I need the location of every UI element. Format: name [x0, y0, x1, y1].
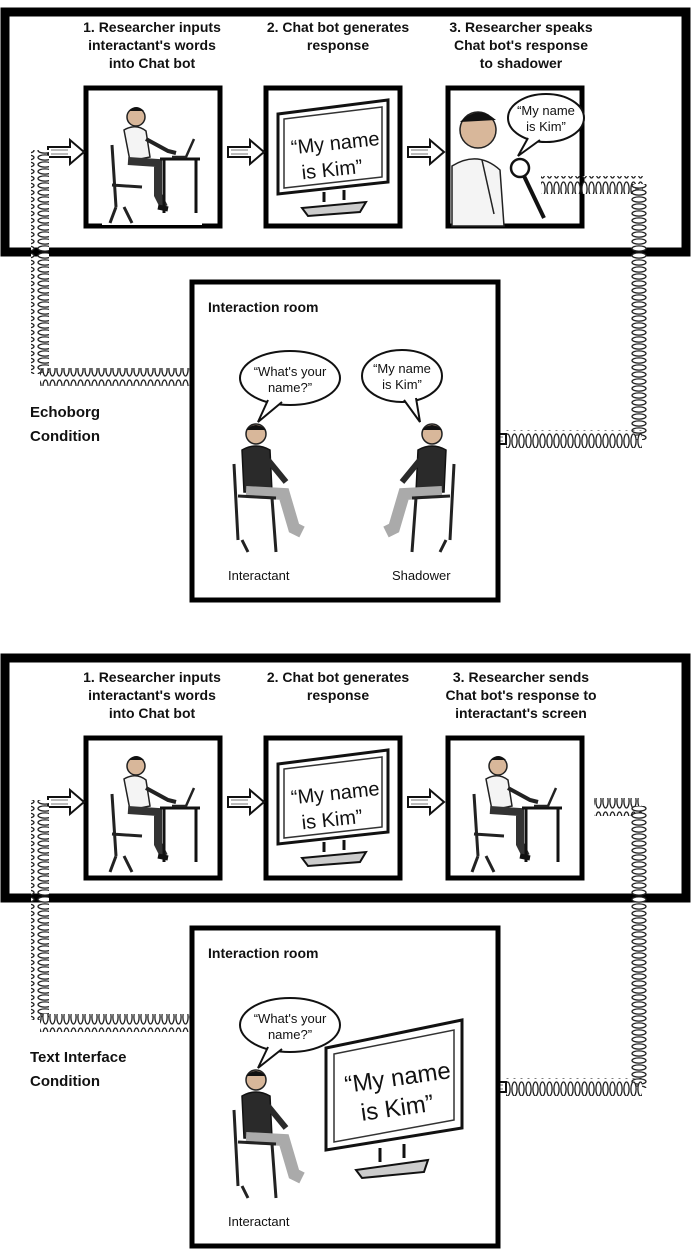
b-coil-cable-left-vertical — [31, 800, 49, 1020]
researcher-room-frame-bottom — [0, 653, 691, 903]
b-coil-cable-left-horizontal — [40, 1014, 224, 1032]
shadower-bubble-line2: is Kim” — [382, 377, 422, 392]
arrow-step2-to-step3 — [407, 139, 445, 165]
arrow-into-step1 — [47, 139, 85, 165]
step1-title-line2: interactant's words — [88, 37, 216, 53]
b-interactant-bubble-line1: “What's your — [254, 1011, 327, 1026]
b-step3-title-line1: 3. Researcher sends — [453, 669, 589, 685]
b-step3-title-line3: interactant's screen — [455, 705, 587, 721]
coil-cable-right-bottom — [506, 430, 642, 448]
shadower-label: Shadower — [392, 568, 451, 583]
researcher-room-frame — [0, 7, 691, 257]
b-arrow-step1-to-step2 — [227, 789, 265, 815]
text-interface-section: 1. Researcher inputs interactant's words… — [0, 653, 691, 1249]
step1-title-line3: into Chat bot — [109, 55, 196, 71]
speech-bubble-researcher — [507, 93, 585, 143]
coil-cable-right-top — [541, 176, 643, 194]
coil-cable-left-horizontal — [40, 368, 224, 386]
text-interface-condition-line2: Condition — [30, 1073, 100, 1090]
step2-title-line1: 2. Chat bot generates — [267, 19, 410, 35]
b-step3-title-line2: Chat bot's response to — [445, 687, 596, 703]
echoborg-condition-line2: Condition — [30, 428, 100, 445]
b-coil-cable-right-vertical — [630, 806, 648, 1088]
researcher-at-laptop-figure — [102, 95, 202, 225]
step3-title-line1: 3. Researcher speaks — [449, 19, 592, 35]
b-arrow-into-step1 — [47, 789, 85, 815]
echoborg-condition-line1: Echoborg — [30, 404, 100, 421]
interactant-label: Interactant — [228, 568, 290, 583]
step3-title-line2: Chat bot's response — [454, 37, 588, 53]
b-step2-title-line1: 2. Chat bot generates — [267, 669, 410, 685]
arrow-step1-to-step2 — [227, 139, 265, 165]
b-arrow-step2-to-step3 — [407, 789, 445, 815]
coil-cable-right-vertical — [630, 184, 648, 440]
b-coil-cable-right-bottom — [506, 1078, 642, 1096]
b-step1-title-line2: interactant's words — [88, 687, 216, 703]
mic-bubble-line2: is Kim” — [526, 119, 566, 134]
interactant-bubble-line1: “What's your — [254, 364, 327, 379]
interactant-bubble-line2: name?” — [268, 380, 312, 395]
b-researcher-at-laptop-figure — [102, 744, 202, 874]
step3-title-line3: to shadower — [480, 55, 563, 71]
speech-bubble-interactant — [239, 350, 341, 406]
coil-cable-left-vertical — [31, 150, 49, 374]
speech-bubble-shadower — [361, 349, 443, 403]
room-monitor — [324, 1018, 464, 1180]
step1-title-line1: 1. Researcher inputs — [83, 19, 221, 35]
mic-bubble-line1: “My name — [517, 103, 575, 118]
b-speech-bubble-interactant — [239, 997, 341, 1053]
interaction-room-title: Interaction room — [208, 299, 318, 315]
shadower-bubble-line1: “My name — [373, 361, 431, 376]
text-interface-condition-line1: Text Interface — [30, 1049, 126, 1066]
b-interactant-bubble-line2: name?” — [268, 1027, 312, 1042]
b-interactant-label: Interactant — [228, 1214, 290, 1229]
b-step1-title-line1: 1. Researcher inputs — [83, 669, 221, 685]
researcher-speaking-figure — [451, 111, 505, 227]
echoborg-section: 1. Researcher inputs interactant's words… — [0, 7, 691, 603]
b-interaction-room-title: Interaction room — [208, 945, 318, 961]
b-researcher-sending-figure — [464, 744, 564, 874]
microphone-icon — [509, 157, 546, 219]
b-step2-title-line2: response — [307, 687, 369, 703]
interaction-room-frame — [189, 279, 501, 603]
b-step1-title-line3: into Chat bot — [109, 705, 196, 721]
step2-title-line2: response — [307, 37, 369, 53]
